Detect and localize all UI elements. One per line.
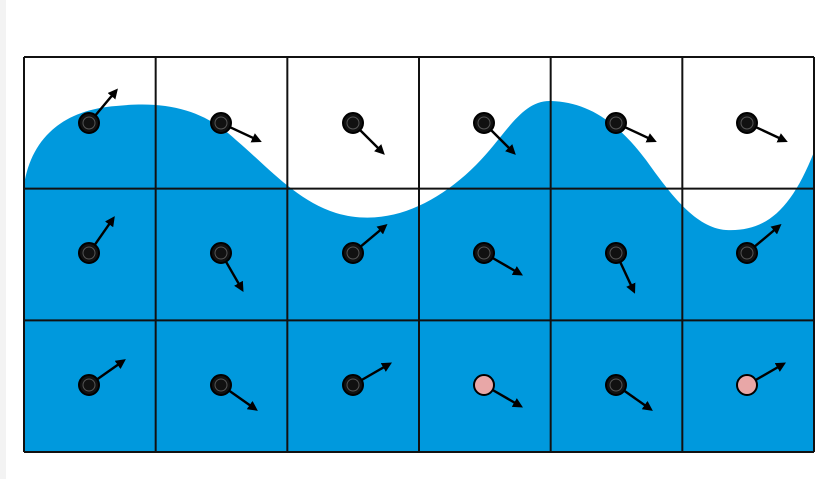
particle-dot [211, 375, 231, 395]
particle-dot [79, 243, 99, 263]
highlighted-particle-dot [474, 375, 494, 395]
particle-dot [737, 113, 757, 133]
diagram-canvas [6, 0, 816, 479]
velocity-arrow [624, 127, 654, 141]
particle-dot [79, 375, 99, 395]
particle-dot [606, 243, 626, 263]
particle-dot [343, 375, 363, 395]
particle-dot [606, 375, 626, 395]
particle-dot [606, 113, 626, 133]
particle-dot [474, 113, 494, 133]
particle-dot [211, 113, 231, 133]
particle [343, 113, 383, 153]
particle-dot [343, 113, 363, 133]
particle-dot [211, 243, 231, 263]
particle-dot [737, 243, 757, 263]
velocity-arrow [359, 129, 382, 152]
velocity-arrow [755, 127, 785, 141]
particle [737, 113, 785, 141]
wave-diagram [6, 0, 816, 479]
highlighted-particle-dot [737, 375, 757, 395]
particle-dot [343, 243, 363, 263]
particle-dot [79, 113, 99, 133]
particle-dot [474, 243, 494, 263]
